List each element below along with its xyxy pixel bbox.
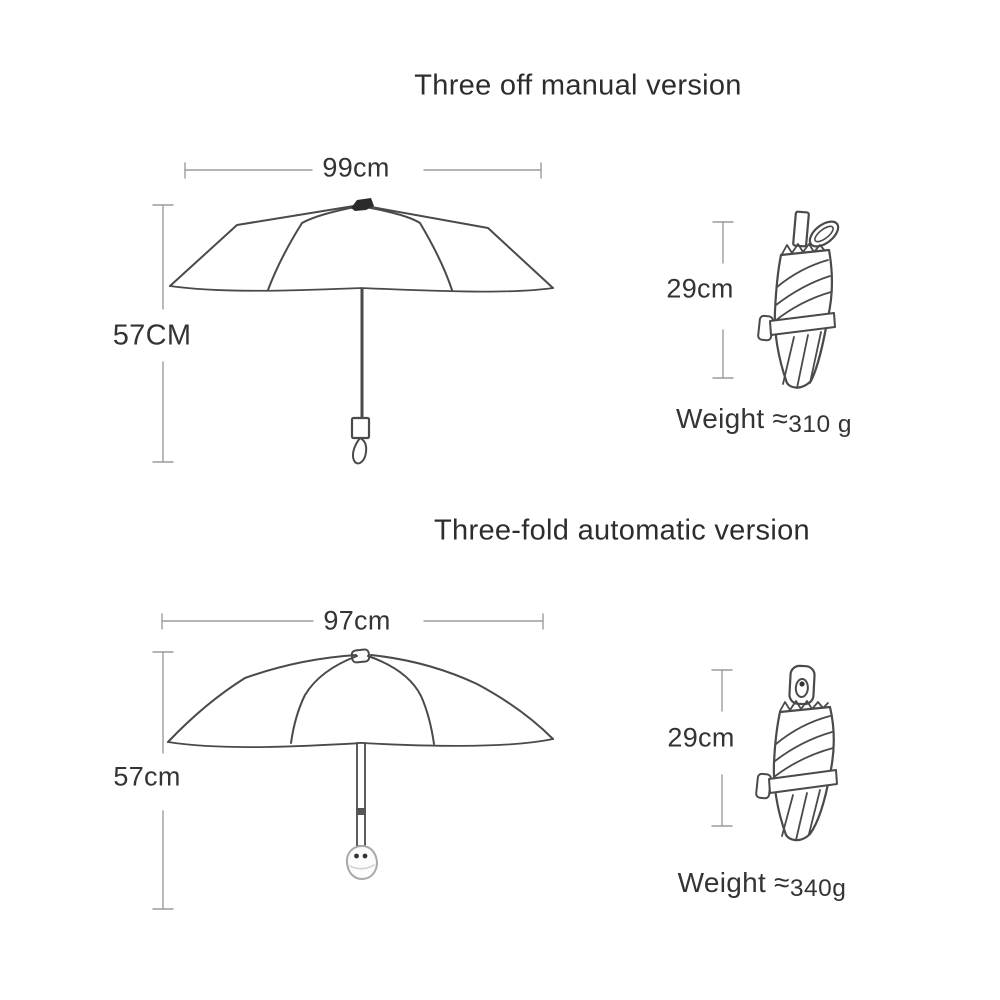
folded-length-label-automatic: 29cm (667, 722, 735, 753)
width-dimension-label-manual: 99cm (322, 152, 390, 183)
section-title-manual: Three off manual version (414, 69, 742, 102)
width-dimension-line-manual (184, 162, 542, 179)
weight-label-automatic: Weight ≈340g (677, 867, 847, 902)
folded-length-label-manual: 29cm (666, 273, 734, 304)
width-dimension-label-automatic: 97cm (323, 605, 391, 636)
height-dimension-line-automatic (152, 651, 174, 910)
folded-umbrella-manual-drawing (757, 210, 840, 389)
length-dimension-line-automatic (711, 669, 733, 827)
open-umbrella-manual-drawing (169, 198, 554, 465)
section-title-automatic: Three-fold automatic version (434, 514, 810, 547)
open-umbrella-automatic-drawing (167, 648, 554, 880)
wrist-strap-loop (808, 220, 840, 248)
folded-umbrella-automatic-drawing (755, 664, 838, 842)
weight-value: 310 g (788, 411, 852, 438)
weight-label-manual: Weight ≈310 g (676, 403, 852, 438)
width-dimension-line-automatic (161, 613, 544, 630)
height-dimension-label-manual: 57CM (112, 319, 192, 352)
height-dimension-label-automatic: 57cm (113, 761, 181, 792)
weight-value: 340g (789, 875, 847, 902)
length-dimension-line-manual (712, 221, 734, 379)
height-dimension-line-manual (152, 204, 174, 463)
weight-prefix: Weight ≈ (677, 867, 790, 898)
weight-prefix: Weight ≈ (676, 403, 789, 434)
